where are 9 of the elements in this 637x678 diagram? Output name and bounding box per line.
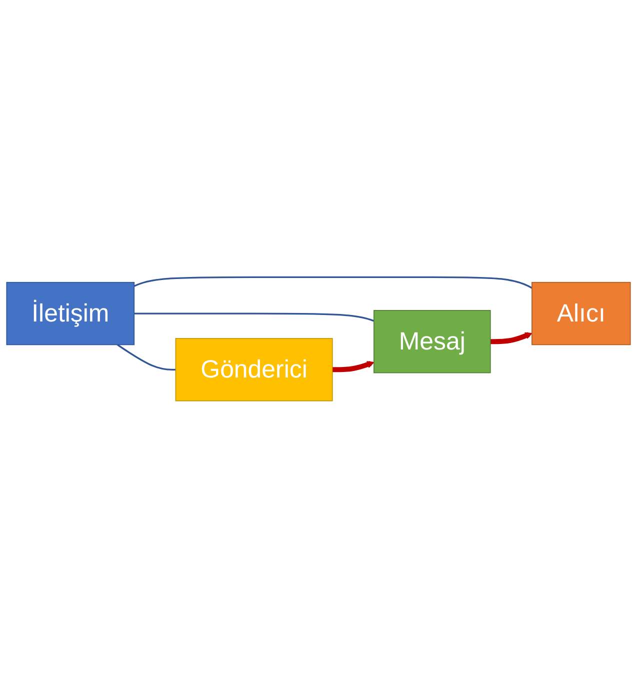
node-box: İletişim	[6, 282, 135, 346]
connector	[134, 276, 532, 289]
connector	[116, 344, 176, 370]
connector	[134, 312, 374, 322]
arrow	[332, 361, 374, 372]
node-box: Alıcı	[532, 282, 631, 346]
node-box: Mesaj	[374, 310, 491, 374]
arrow	[490, 332, 532, 344]
node-box: Gönderici	[175, 338, 333, 402]
